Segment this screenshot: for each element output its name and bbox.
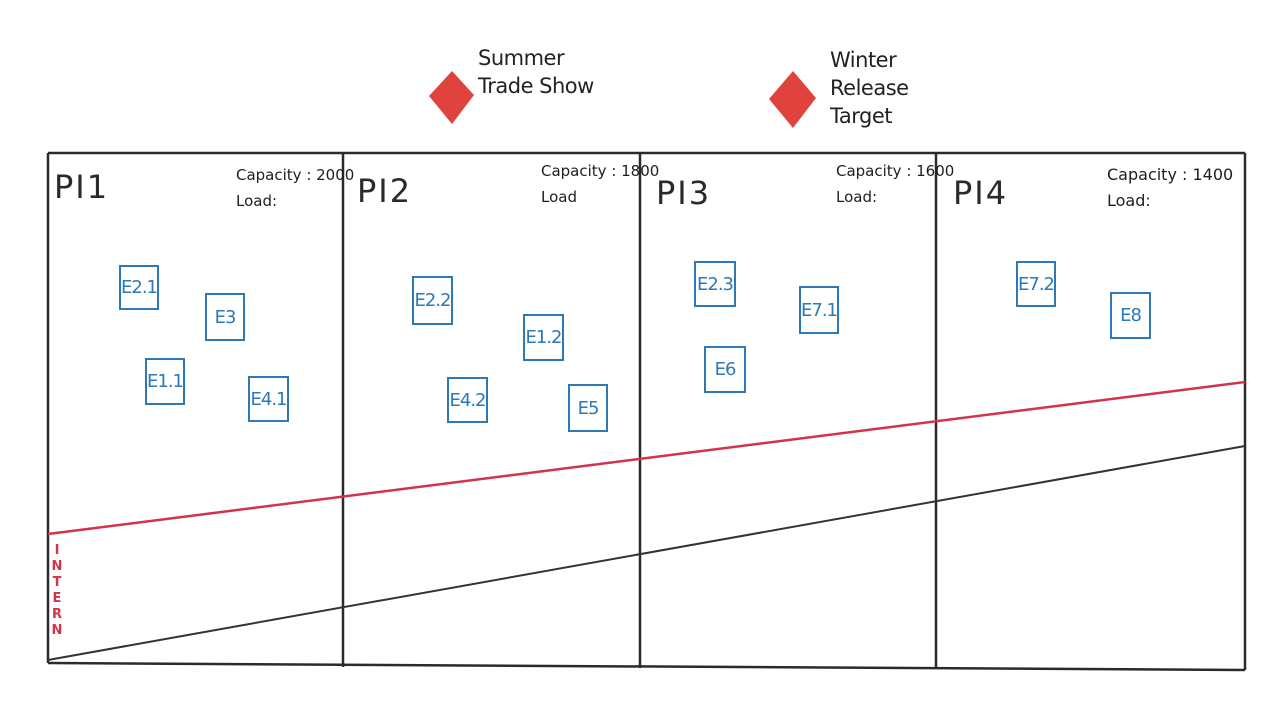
milestone-diamond-summer	[429, 71, 474, 124]
load-label: Load:	[836, 188, 878, 206]
capacity-label: Capacity : 1600	[836, 162, 955, 180]
epic-card[interactable]: E2.3	[694, 261, 736, 307]
epic-card[interactable]: E1.1	[145, 358, 185, 405]
epic-card[interactable]: E2.1	[119, 265, 159, 310]
epic-card[interactable]: E4.1	[248, 376, 289, 422]
epic-card[interactable]: E7.1	[799, 286, 839, 334]
capacity-trend-line	[47, 445, 1246, 661]
milestone-label-winter: Winter Release Target	[830, 48, 909, 128]
pi-capacity-block: Capacity : 1800 Load	[541, 158, 659, 210]
pi-capacity-block: Capacity : 2000 Load:	[236, 162, 354, 214]
intern-line-label: INTERN	[51, 543, 63, 638]
load-label: Load	[541, 188, 577, 206]
epic-card[interactable]: E1.2	[523, 314, 564, 361]
intern-trend-line	[47, 380, 1246, 536]
epic-card[interactable]: E2.2	[412, 276, 453, 325]
epic-card[interactable]: E8	[1110, 292, 1151, 339]
epic-card[interactable]: E7.2	[1016, 261, 1056, 307]
milestone-diamond-winter	[769, 71, 816, 128]
capacity-label: Capacity : 2000	[236, 166, 355, 184]
epic-card[interactable]: E6	[704, 346, 746, 393]
pi-title: PI1	[54, 168, 110, 206]
pi-title: PI2	[357, 172, 413, 210]
pi-title: PI4	[953, 174, 1009, 212]
epic-card[interactable]: E5	[568, 384, 608, 432]
capacity-label: Capacity : 1800	[541, 162, 660, 180]
board-frame	[46, 151, 1247, 672]
epic-card[interactable]: E3	[205, 293, 245, 341]
pi-capacity-block: Capacity : 1600 Load:	[836, 158, 954, 210]
milestone-label-summer: Summer Trade Show	[478, 46, 594, 98]
pi-title: PI3	[656, 174, 712, 212]
frame-bottom-edge	[47, 661, 1246, 672]
load-label: Load:	[236, 192, 278, 210]
load-label: Load:	[1107, 191, 1151, 210]
epic-card[interactable]: E4.2	[447, 377, 488, 423]
pi-capacity-block: Capacity : 1400 Load:	[1107, 162, 1233, 214]
capacity-label: Capacity : 1400	[1107, 165, 1234, 184]
